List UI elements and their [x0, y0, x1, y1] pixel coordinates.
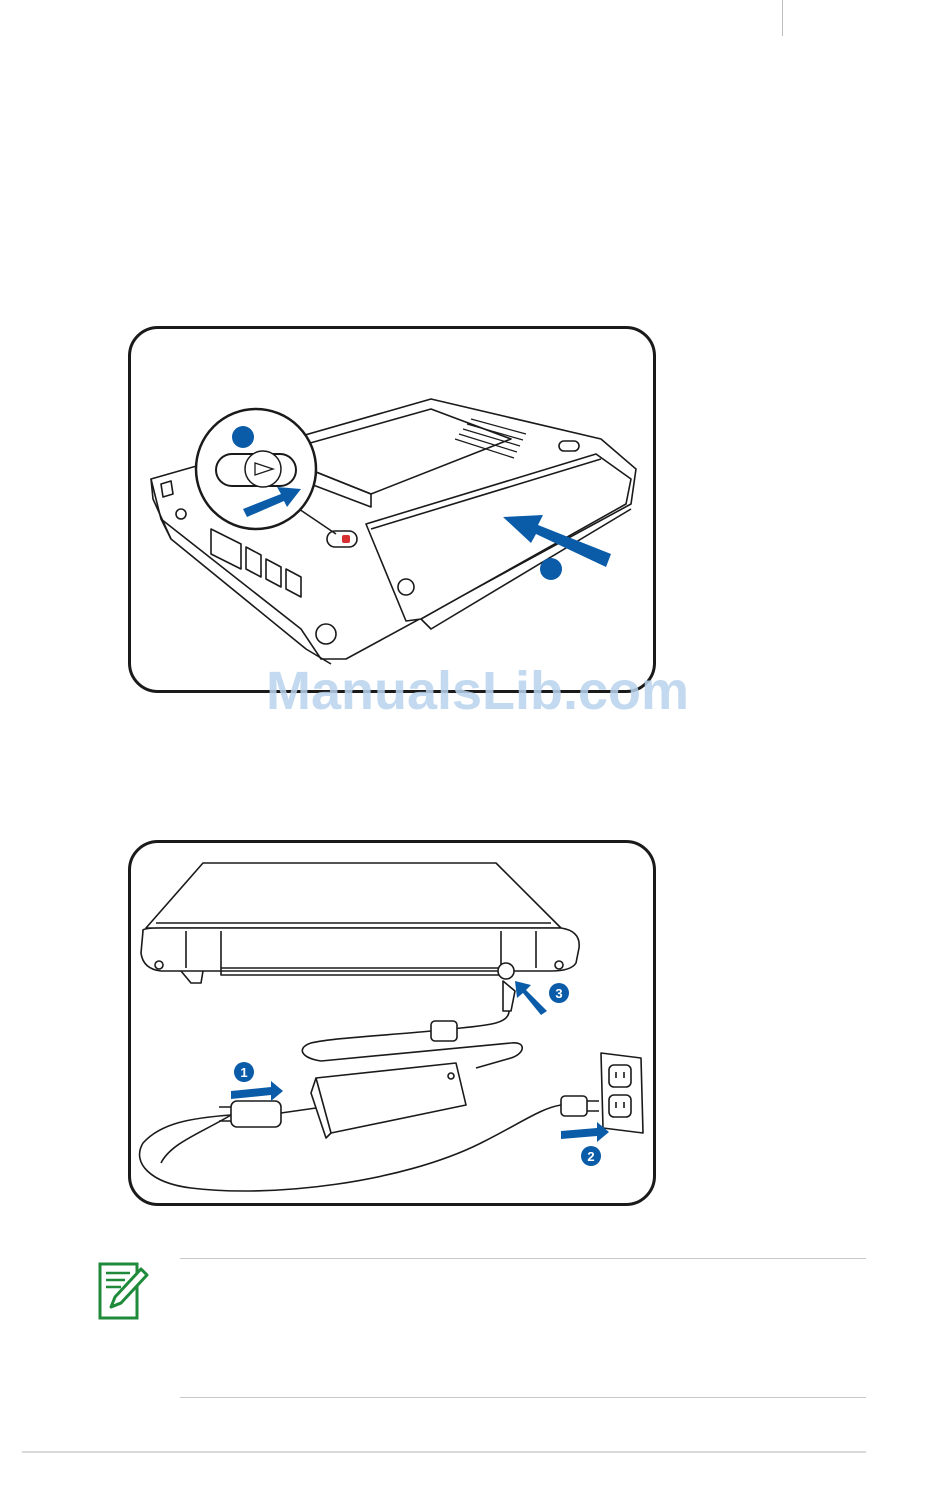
- step-1-badge: [232, 426, 254, 448]
- footer-rule: [22, 1451, 866, 1453]
- note-bottom-rule: [180, 1397, 866, 1398]
- step-2-arrow: [561, 1122, 609, 1142]
- figure-power-connection: 1 2 3: [128, 840, 656, 1206]
- note-pencil-icon: [97, 1261, 149, 1321]
- figure-battery-install: [128, 326, 656, 693]
- step-2-badge: [540, 558, 562, 580]
- step-3-label: 3: [555, 986, 562, 1001]
- note-top-rule: [180, 1258, 866, 1259]
- top-divider-line: [782, 0, 783, 36]
- battery-install-illustration: [131, 329, 653, 690]
- watermark: ManualsLib.com: [266, 660, 706, 720]
- step-1-arrow: [231, 1081, 283, 1101]
- step-2-label: 2: [587, 1149, 594, 1164]
- step-3-arrow: [515, 981, 547, 1015]
- step-1-label: 1: [240, 1065, 247, 1080]
- power-connection-illustration: 1 2 3: [131, 843, 653, 1204]
